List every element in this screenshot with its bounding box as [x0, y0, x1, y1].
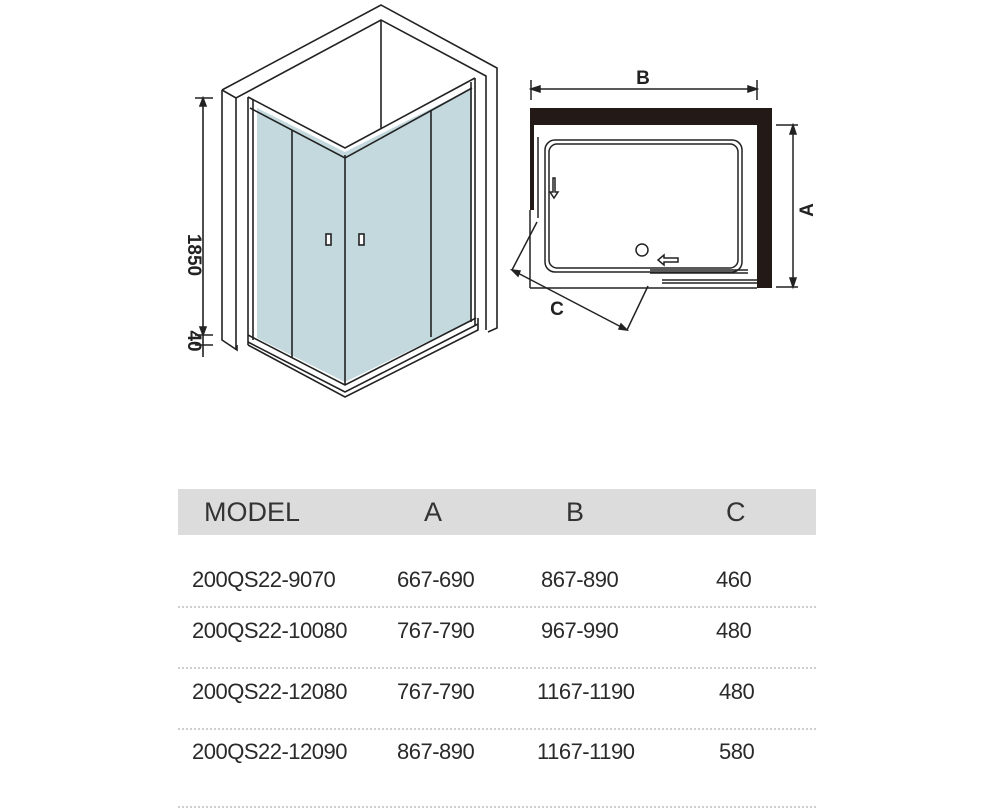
table-header: MODEL A B C — [178, 489, 816, 535]
spec-table: MODEL A B C 200QS22-9070 667-690 867-890… — [178, 489, 816, 808]
header-model: MODEL — [204, 497, 301, 527]
wall-right — [757, 108, 772, 288]
cell-b: 1167-1190 — [537, 679, 635, 704]
drain-icon — [635, 243, 649, 257]
cell-b: 967-990 — [541, 618, 619, 643]
table-row: 200QS22-10080 767-790 967-990 480 — [178, 608, 816, 669]
table-row: 200QS22-12080 767-790 1167-1190 480 — [178, 669, 816, 730]
isometric-view — [195, 4, 498, 398]
shower-enclosure-diagram: 1850 40 B A C — [183, 4, 818, 398]
shower-tray — [544, 139, 743, 273]
base-height-label: 40 — [183, 330, 204, 351]
arrow-down-icon — [548, 177, 560, 200]
arrow-left-icon — [656, 253, 679, 267]
cell-c: 480 — [716, 618, 752, 643]
dimension-c-label: C — [550, 299, 564, 320]
plan-view — [509, 80, 798, 332]
cell-b: 867-890 — [541, 567, 619, 592]
cell-c: 480 — [719, 679, 755, 704]
header-c: C — [726, 497, 746, 527]
wall-top — [530, 108, 772, 125]
cell-a: 667-690 — [397, 567, 475, 592]
cell-model: 200QS22-12090 — [192, 739, 347, 764]
cell-b: 1167-1190 — [537, 739, 635, 764]
cell-model: 200QS22-12080 — [192, 679, 347, 704]
header-a: A — [424, 497, 443, 527]
cell-c: 580 — [719, 739, 755, 764]
dimension-b-label: B — [636, 68, 650, 89]
cell-a: 767-790 — [397, 679, 475, 704]
glass-right-panel — [345, 88, 472, 382]
height-label: 1850 — [183, 234, 204, 276]
dimension-a-label: A — [797, 203, 818, 217]
cell-c: 460 — [716, 567, 752, 592]
cell-a: 767-790 — [397, 618, 475, 643]
cell-a: 867-890 — [397, 739, 475, 764]
table-row: 200QS22-9070 667-690 867-890 460 — [178, 535, 816, 608]
cell-model: 200QS22-9070 — [192, 567, 336, 592]
door-handle-right — [358, 233, 365, 246]
cell-model: 200QS22-10080 — [192, 618, 347, 643]
table-row: 200QS22-12090 867-890 1167-1190 580 — [178, 730, 816, 808]
header-b: B — [566, 497, 585, 527]
glass-left-panel — [257, 108, 345, 382]
door-handle-left — [325, 233, 332, 246]
